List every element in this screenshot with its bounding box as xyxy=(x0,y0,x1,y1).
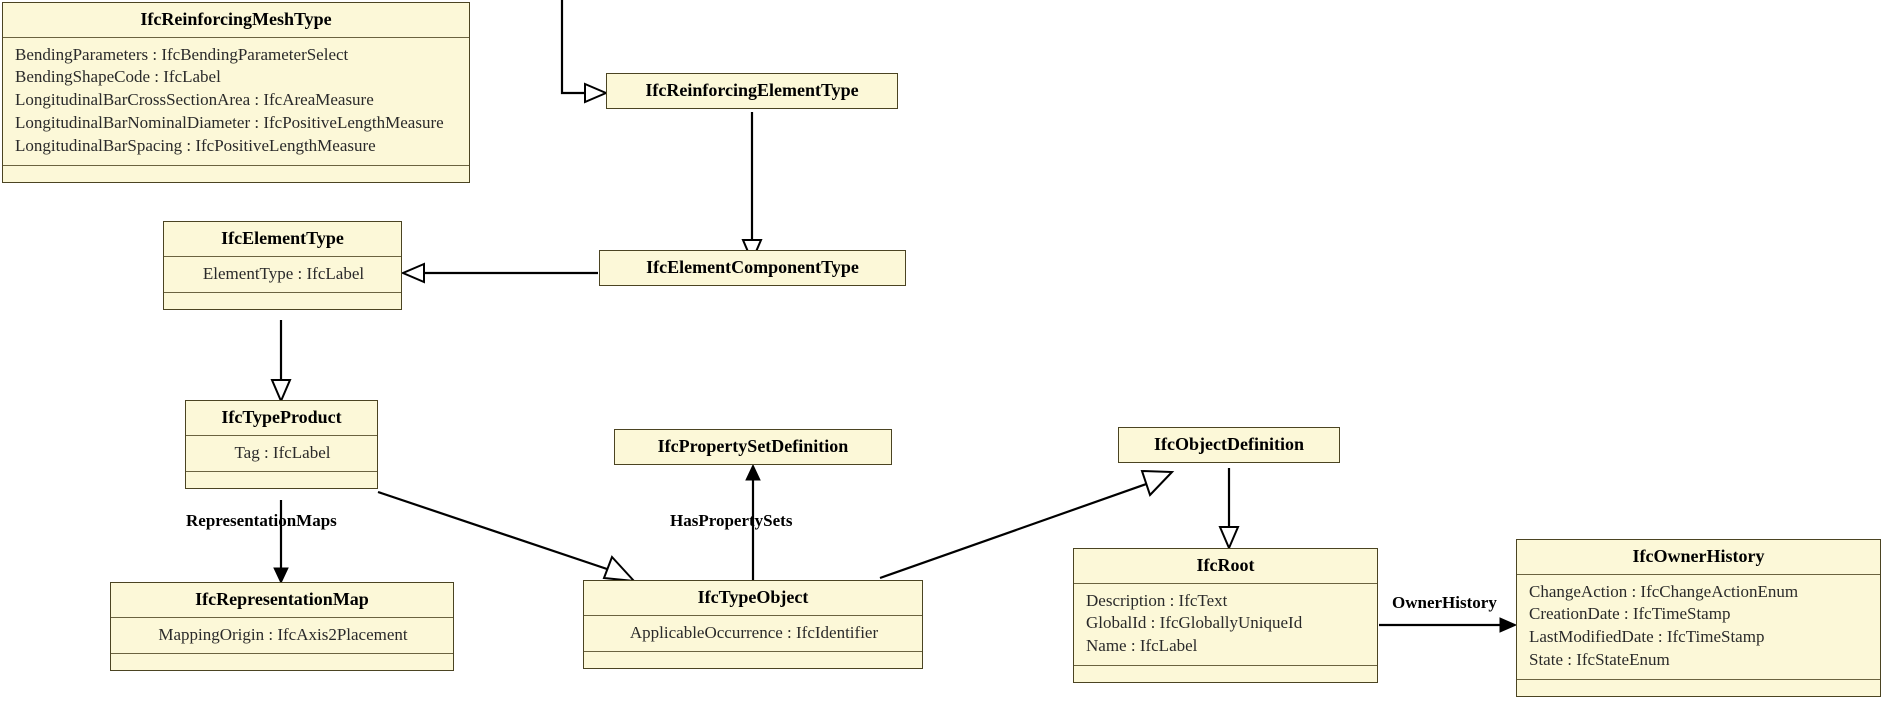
attribute-row: LongitudinalBarSpacing : IfcPositiveLeng… xyxy=(15,135,376,155)
class-title: IfcReinforcingMeshType xyxy=(140,9,332,29)
class-title: IfcRoot xyxy=(1196,555,1255,575)
class-title: IfcReinforcingElementType xyxy=(645,80,859,100)
attribute-row: Description : IfcText xyxy=(1086,590,1228,610)
edge-element-type-to-type-product xyxy=(270,320,292,404)
attribute-row: LongitudinalBarNominalDiameter : IfcPosi… xyxy=(15,112,444,132)
compartment-separator xyxy=(1517,573,1880,575)
class-title: IfcTypeProduct xyxy=(221,407,342,427)
operations-compartment xyxy=(1517,680,1880,696)
edge-mesh-to-reinforcing-element xyxy=(560,0,609,104)
edge-label-representation-maps: RepresentationMaps xyxy=(186,511,337,530)
compartment-separator xyxy=(164,255,401,257)
operations-compartment xyxy=(3,166,469,182)
edge-type-product-to-representation-map xyxy=(273,500,289,585)
attribute-row: Name : IfcLabel xyxy=(1086,636,1198,656)
class-title: IfcObjectDefinition xyxy=(1154,434,1304,454)
attributes-compartment: Description : IfcText GlobalId : IfcGlob… xyxy=(1074,584,1377,665)
compartment-separator xyxy=(186,434,377,436)
class-box-ifctypeobject[interactable]: IfcTypeObject ApplicableOccurrence : Ifc… xyxy=(583,580,923,670)
edge-type-object-to-property-set-definition xyxy=(745,463,761,580)
operations-compartment xyxy=(186,472,377,488)
attribute-row: ChangeAction : IfcChangeActionEnum xyxy=(1529,581,1799,601)
attribute-row: ElementType : IfcLabel xyxy=(202,263,365,283)
attributes-compartment: MappingOrigin : IfcAxis2Placement xyxy=(111,618,453,654)
class-box-ifcownerhistory[interactable]: IfcOwnerHistory ChangeAction : IfcChange… xyxy=(1516,539,1881,697)
edge-root-to-owner-history xyxy=(1379,617,1518,633)
compartment-separator xyxy=(584,614,922,616)
compartment-separator xyxy=(3,36,469,38)
attribute-row: LastModifiedDate : IfcTimeStamp xyxy=(1529,627,1765,647)
attribute-row: MappingOrigin : IfcAxis2Placement xyxy=(158,624,408,644)
operations-compartment xyxy=(1074,666,1377,682)
compartment-separator xyxy=(1074,664,1377,666)
attribute-row: State : IfcStateEnum xyxy=(1529,649,1670,669)
attributes-compartment: ApplicableOccurrence : IfcIdentifier xyxy=(584,616,922,652)
class-box-ifcreinforcingelementtype[interactable]: IfcReinforcingElementType xyxy=(606,73,898,109)
edge-element-component-to-element-type xyxy=(400,262,598,284)
attributes-compartment: BendingParameters : IfcBendingParameterS… xyxy=(3,38,469,165)
attribute-row: LongitudinalBarCrossSectionArea : IfcAre… xyxy=(15,90,374,110)
operations-compartment xyxy=(164,293,401,309)
class-box-ifctypeproduct[interactable]: IfcTypeProduct Tag : IfcLabel xyxy=(185,400,378,490)
compartment-separator xyxy=(1517,678,1880,680)
class-title: IfcPropertySetDefinition xyxy=(657,436,849,456)
attribute-row: Tag : IfcLabel xyxy=(234,442,331,462)
compartment-separator xyxy=(3,164,469,166)
class-box-ifcelementcomponenttype[interactable]: IfcElementComponentType xyxy=(599,250,906,286)
compartment-separator xyxy=(584,651,922,653)
edge-reinforcing-element-to-element-component xyxy=(741,112,763,264)
compartment-separator xyxy=(111,653,453,655)
attribute-row: ApplicableOccurrence : IfcIdentifier xyxy=(629,622,879,642)
class-title: IfcElementComponentType xyxy=(646,257,859,277)
edge-type-object-to-object-definition xyxy=(879,469,1175,580)
attributes-compartment: Tag : IfcLabel xyxy=(186,436,377,472)
compartment-separator xyxy=(164,292,401,294)
class-box-ifcreinforcingmeshtype[interactable]: IfcReinforcingMeshType BendingParameters… xyxy=(2,2,470,183)
class-box-ifcelementtype[interactable]: IfcElementType ElementType : IfcLabel xyxy=(163,221,402,311)
class-box-ifcroot[interactable]: IfcRoot Description : IfcText GlobalId :… xyxy=(1073,548,1378,683)
compartment-separator xyxy=(186,471,377,473)
class-title: IfcTypeObject xyxy=(697,587,809,607)
class-box-ifcrepresentationmap[interactable]: IfcRepresentationMap MappingOrigin : Ifc… xyxy=(110,582,454,672)
operations-compartment xyxy=(584,652,922,668)
compartment-separator xyxy=(1074,582,1377,584)
class-box-ifcobjectdefinition[interactable]: IfcObjectDefinition xyxy=(1118,427,1340,463)
edge-label-has-property-sets: HasPropertySets xyxy=(670,511,793,530)
edge-object-definition-to-root xyxy=(1218,468,1240,551)
edge-label-owner-history: OwnerHistory xyxy=(1392,593,1497,612)
class-title: IfcRepresentationMap xyxy=(195,589,369,609)
class-title: IfcElementType xyxy=(221,228,344,248)
edge-type-product-to-type-object xyxy=(377,490,637,583)
attributes-compartment: ChangeAction : IfcChangeActionEnum Creat… xyxy=(1517,575,1880,679)
attribute-row: BendingShapeCode : IfcLabel xyxy=(15,67,221,87)
attribute-row: BendingParameters : IfcBendingParameterS… xyxy=(15,44,349,64)
attributes-compartment: ElementType : IfcLabel xyxy=(164,257,401,293)
class-box-ifcpropertysetdefinition[interactable]: IfcPropertySetDefinition xyxy=(614,429,892,465)
compartment-separator xyxy=(111,616,453,618)
attribute-row: GlobalId : IfcGloballyUniqueId xyxy=(1086,613,1303,633)
class-title: IfcOwnerHistory xyxy=(1632,546,1765,566)
attribute-row: CreationDate : IfcTimeStamp xyxy=(1529,604,1731,624)
operations-compartment xyxy=(111,654,453,670)
